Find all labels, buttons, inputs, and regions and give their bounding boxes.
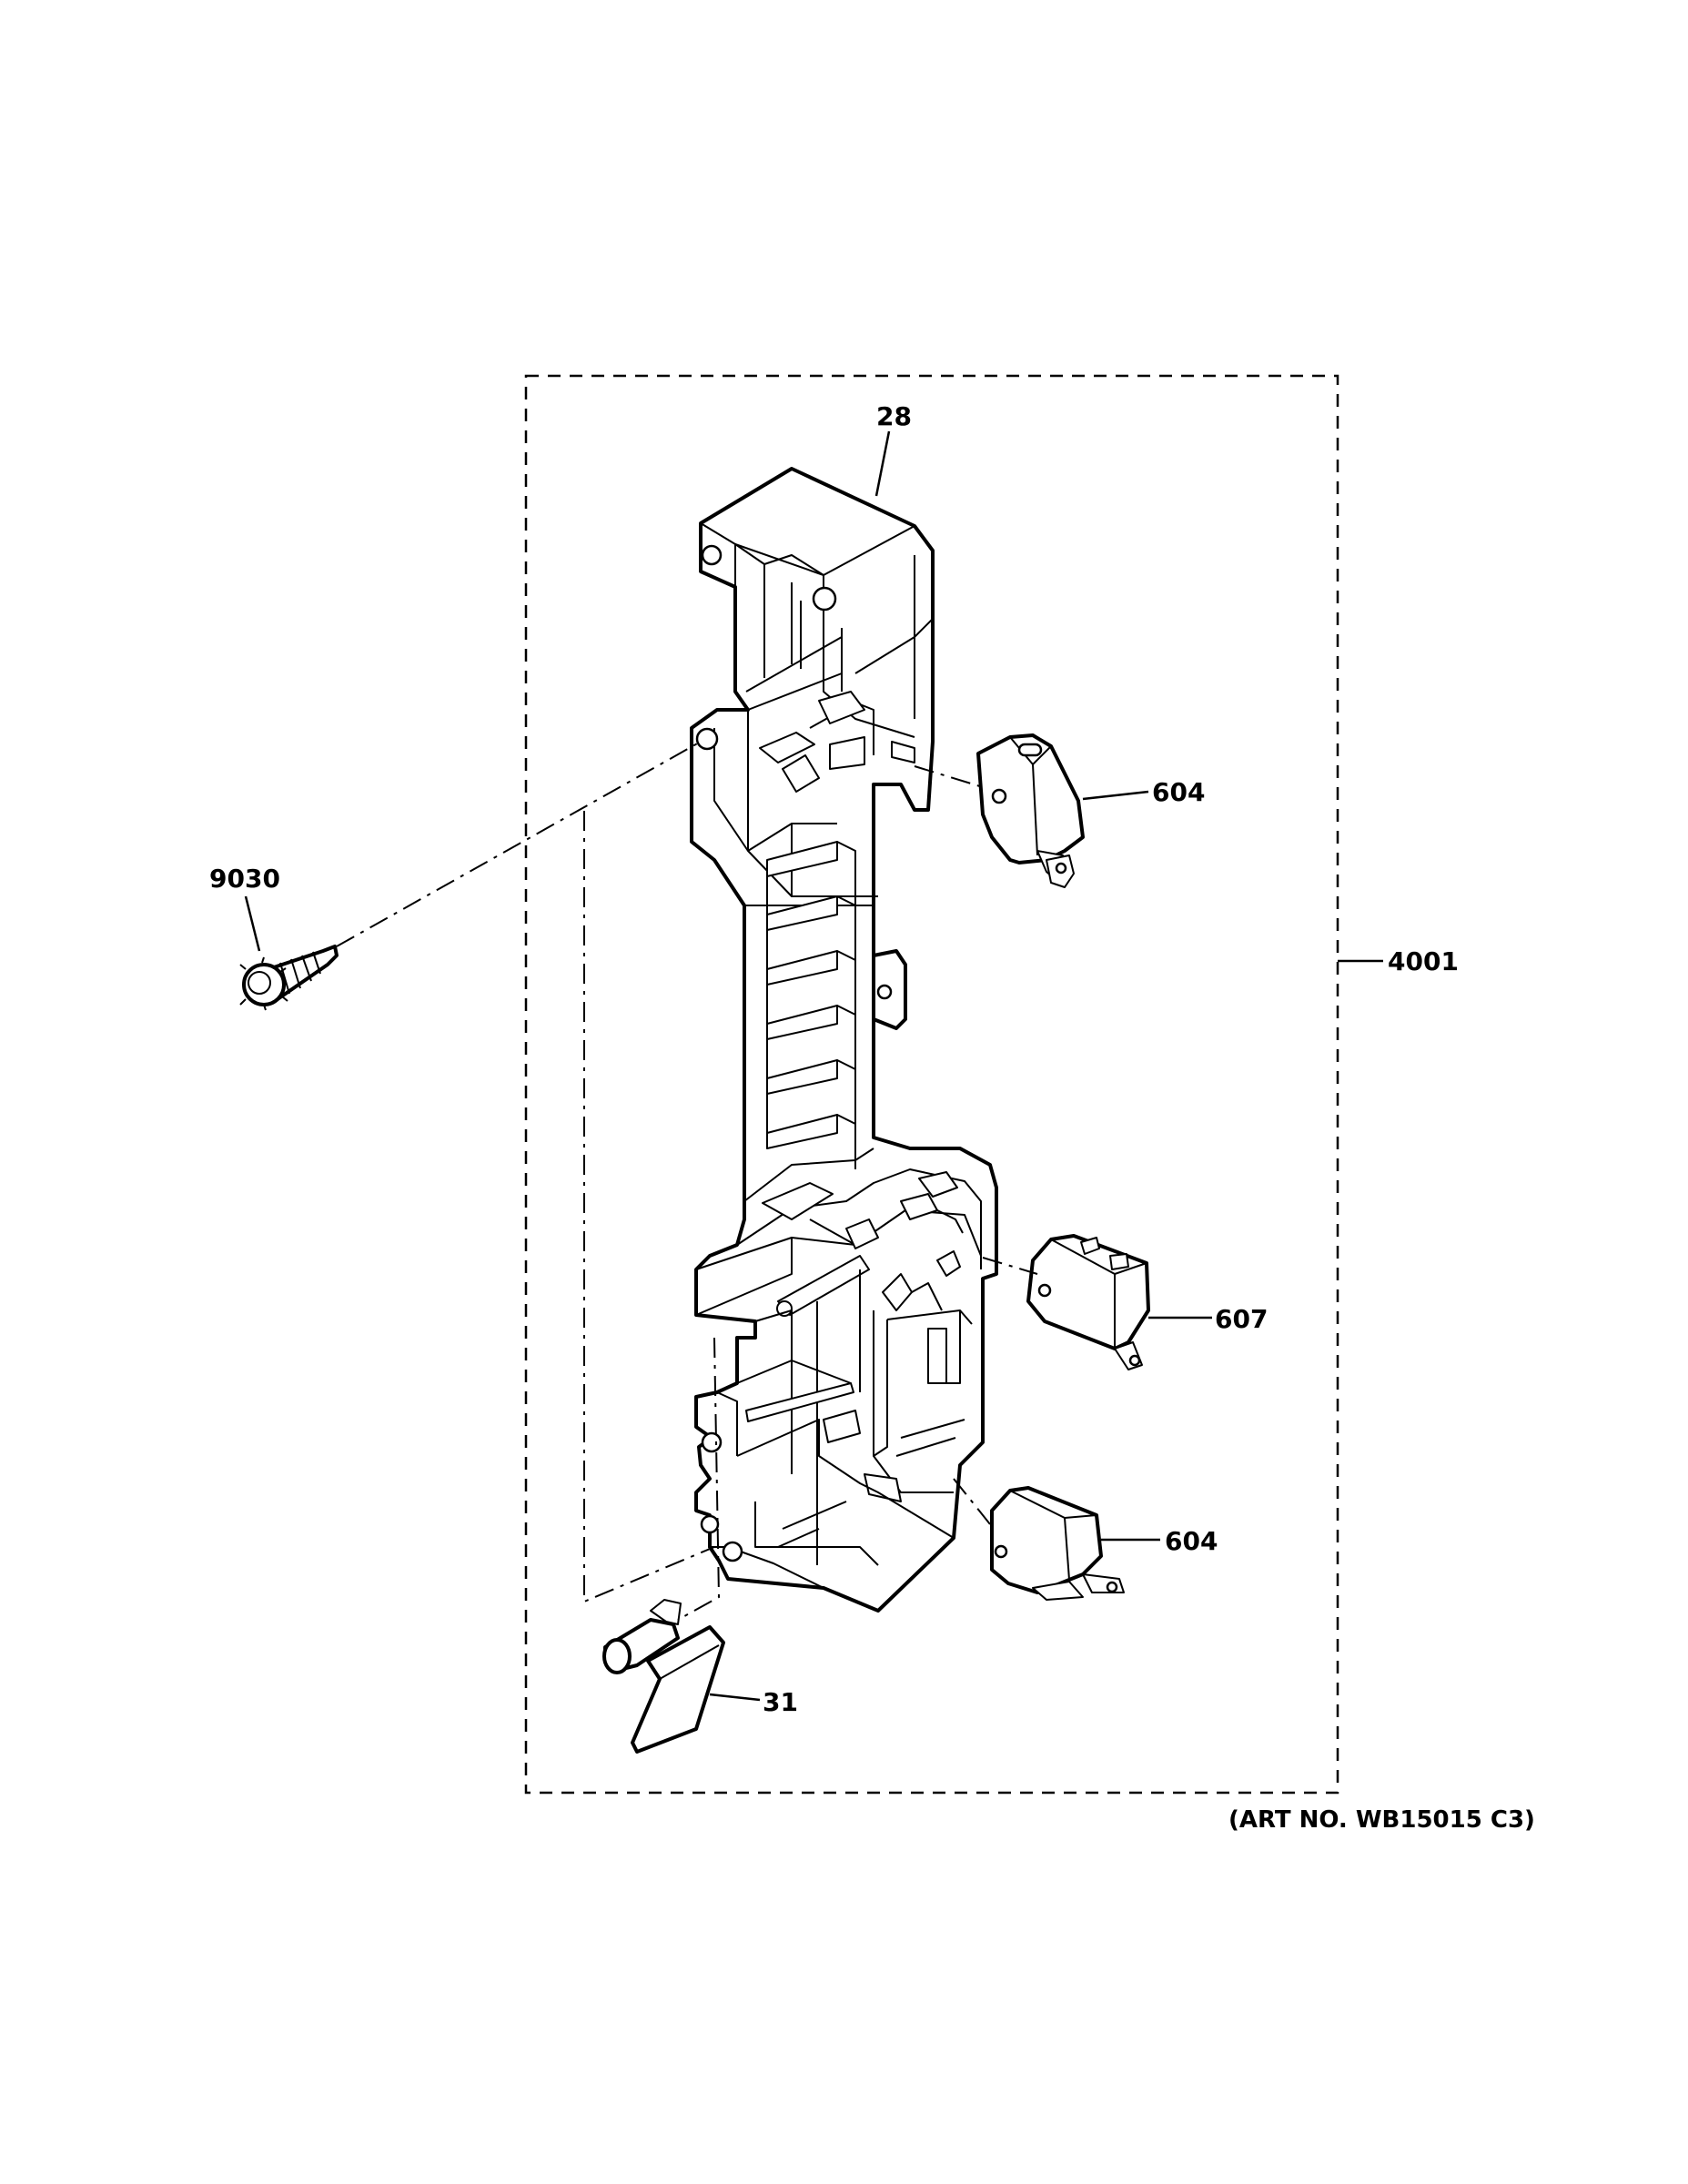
switch-part-604-bottom: [990, 1486, 1125, 1601]
latch-holder-part-28: [690, 467, 998, 1613]
screw-part-9030: [239, 945, 339, 1011]
callout-9030: 9030: [209, 864, 280, 894]
explosion-line-lever: [583, 811, 715, 1603]
callout-607: 607: [1215, 1304, 1268, 1334]
switch-part-604-top: [976, 733, 1085, 888]
callout-31: 31: [763, 1687, 798, 1717]
explosion-line-switch-bottom: [953, 1478, 995, 1530]
explosion-line-lever-right: [677, 1337, 721, 1621]
callout-604-top: 604: [1152, 777, 1205, 807]
explosion-line-switch-top: [914, 765, 984, 788]
art-number: (ART NO. WB15015 C3): [1228, 1806, 1535, 1834]
explosion-line-screw: [336, 741, 702, 947]
switch-part-607: [1026, 1234, 1150, 1370]
explosion-line-switch-607: [982, 1257, 1038, 1275]
callout-4001: 4001: [1388, 946, 1459, 976]
callout-28: 28: [876, 401, 912, 431]
assembly-4001-boundary: [524, 374, 1339, 1795]
lever-part-31: [602, 1599, 725, 1754]
callout-604-bottom: 604: [1165, 1526, 1218, 1556]
